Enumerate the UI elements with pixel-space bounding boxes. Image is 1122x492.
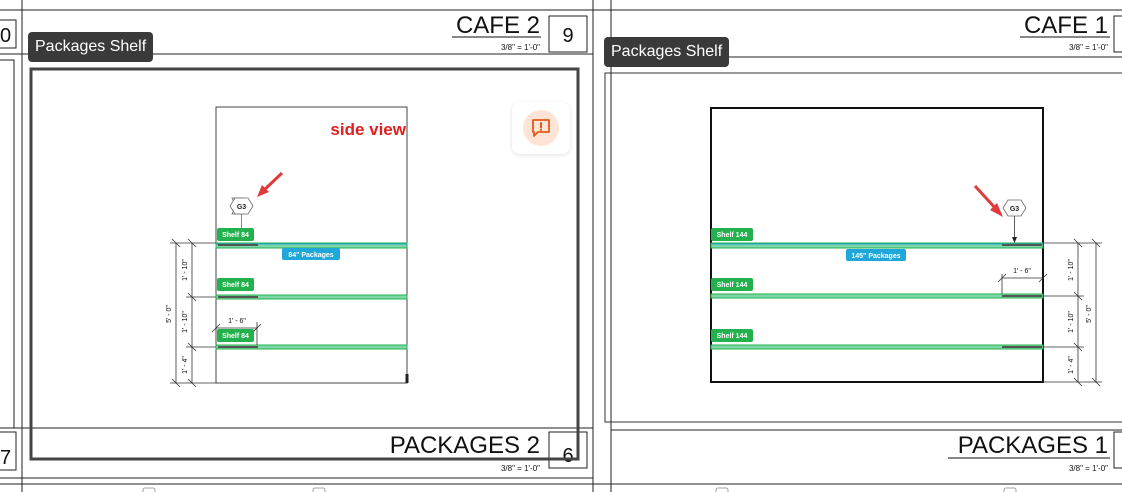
left-shelf-tag-1: Shelf 84 [222,232,249,239]
view-title-packages1: PACKAGES 1 [958,432,1108,459]
view-scale-cafe2: 3/8" = 1'-0" [501,43,540,52]
left-dim-3: 1' - 4" [182,356,189,374]
left-package-tag: 84" Packages [288,252,333,259]
view-scale-cafe1: 3/8" = 1'-0" [1069,43,1108,52]
comment-alert-icon [523,110,559,146]
right-region-frame[interactable] [604,72,1122,423]
right-hex-tag: G3 [1010,206,1019,213]
view-number-packages2: 6 [562,445,573,467]
right-dim-depth: 1' - 6" [1013,268,1031,275]
view-scale-packages2: 3/8" = 1'-0" [501,464,540,473]
left-hex-tag: G3 [237,204,246,211]
left-edge-number-bottom: 7 [0,447,11,469]
right-dim-1: 1' - 10" [1068,259,1075,281]
left-edge-number-top: 0 [0,25,11,47]
comment-button[interactable] [512,102,570,154]
right-package-tag: 145" Packages [851,253,900,260]
view-title-cafe2: CAFE 2 [456,12,540,39]
left-dim-depth: 1' - 6" [228,318,246,325]
left-dim-2: 1' - 10" [182,311,189,333]
right-dim-3: 1' - 4" [1068,356,1075,374]
left-dim-1: 1' - 10" [182,259,189,281]
left-region-frame[interactable] [29,67,580,461]
left-shelf-tag-2: Shelf 84 [222,282,249,289]
left-dim-total: 5' - 0" [166,305,173,323]
left-shelf-drawing: 5' - 0" 1' - 10" 1' - 10" 1' - 4" 1' - 6… [166,106,409,388]
side-view-annotation: side view [330,120,406,139]
view-scale-packages1: 3/8" = 1'-0" [1069,464,1108,473]
right-shelf-drawing: 1' - 10" 1' - 10" 1' - 4" 5' - 0" 1' - 6… [710,107,1102,387]
right-shelf-tag-3: Shelf 144 [717,333,748,340]
right-dim-2: 1' - 10" [1068,311,1075,333]
right-dim-total: 5' - 0" [1086,305,1093,323]
view-title-cafe1: CAFE 1 [1024,12,1108,39]
right-shelf-tag-2: Shelf 144 [717,282,748,289]
right-shelf-tag-1: Shelf 144 [717,232,748,239]
left-shelf-tag-3: Shelf 84 [222,333,249,340]
view-number-cafe2: 9 [562,25,573,47]
region-label-right[interactable]: Packages Shelf [604,37,730,67]
region-label-left[interactable]: Packages Shelf [28,32,154,62]
view-title-packages2: PACKAGES 2 [390,432,540,459]
